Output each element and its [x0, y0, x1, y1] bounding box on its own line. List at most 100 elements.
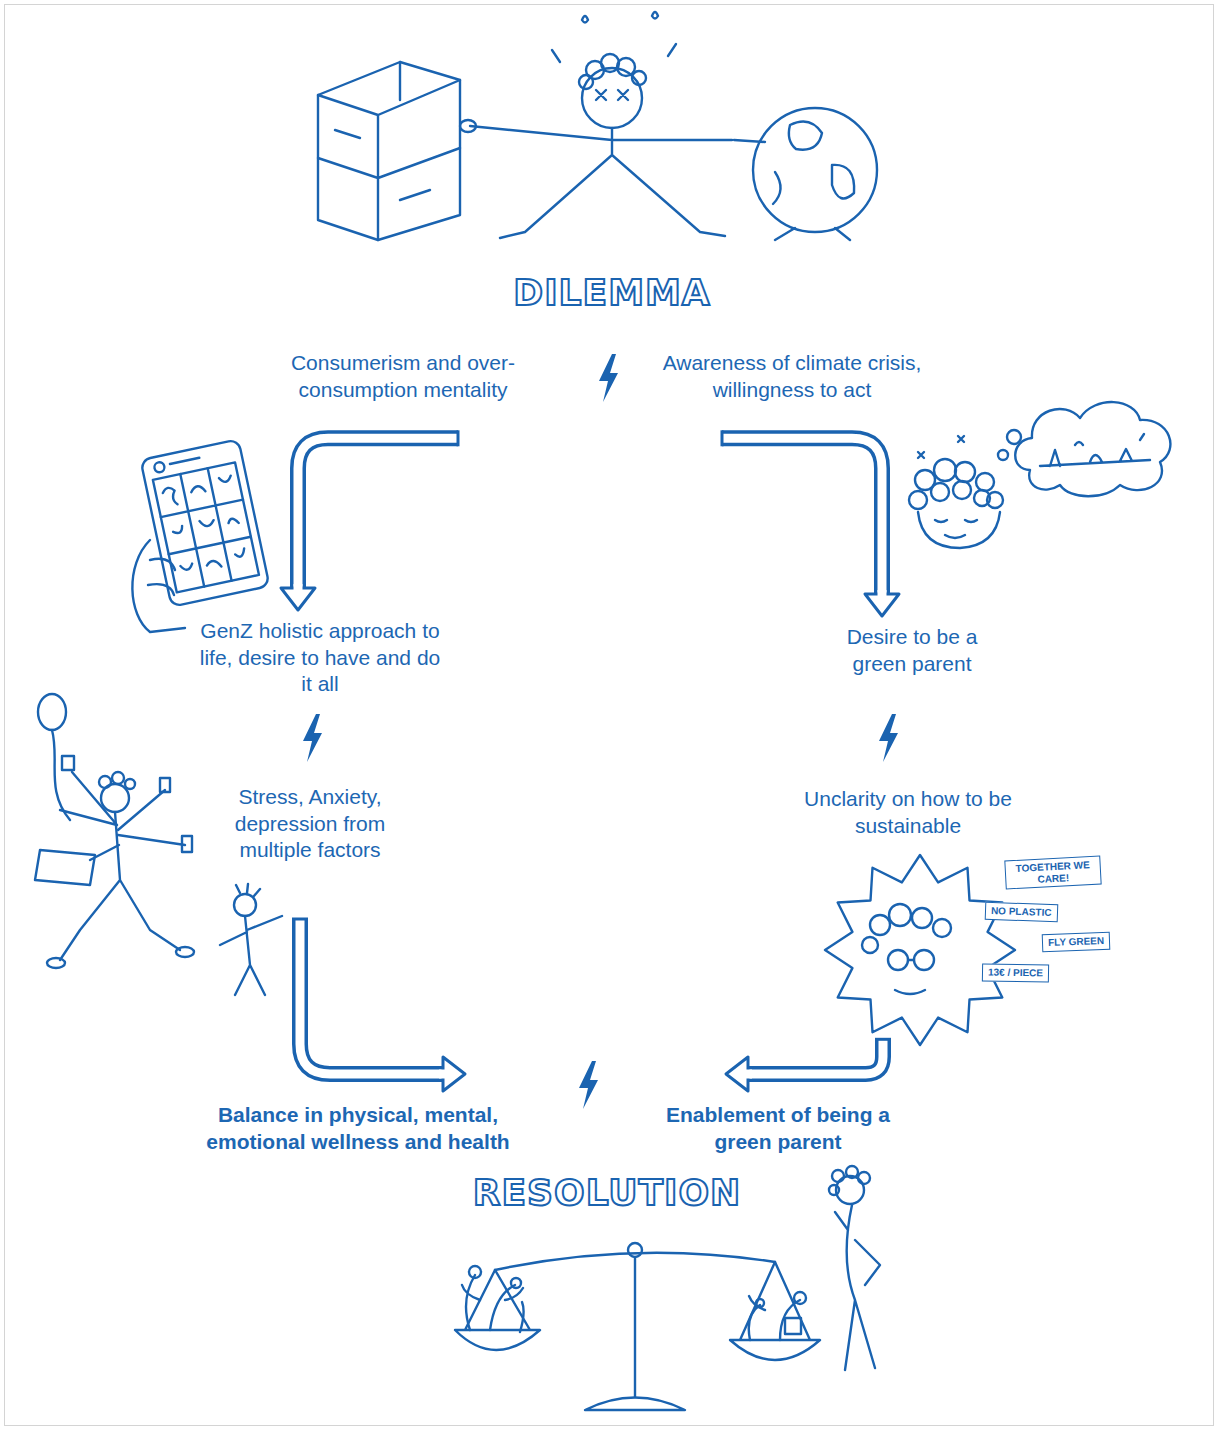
thinking-parent-part: [832, 1170, 844, 1182]
arrow-outline: [747, 1039, 883, 1074]
arrow-tail: [875, 1038, 891, 1041]
confused-head-part: [888, 950, 908, 970]
balance-scale-part: [634, 1258, 636, 1397]
sign-board: 13€ / PIECE: [982, 963, 1049, 982]
sign-board: NO PLASTIC: [985, 902, 1058, 922]
thinking-parent: [829, 1166, 880, 1370]
arrow-inner: [722, 438, 882, 595]
balance-scale-part: [628, 1243, 642, 1257]
arrow-head-joint: [878, 590, 887, 597]
balance-scale-part: [585, 1398, 685, 1411]
dreaming-head-part: [934, 459, 956, 481]
arrow-tail: [292, 918, 308, 921]
section-heading: RESOLUTION: [407, 1172, 807, 1213]
confused-head-part: [870, 915, 890, 935]
sign-text: NO PLASTIC: [991, 905, 1052, 919]
dreaming-head: [909, 402, 1170, 548]
dreaming-head-part: [976, 473, 994, 491]
balance-scale-part: [455, 1270, 540, 1350]
balance-scale-part: [730, 1262, 820, 1360]
multitasking-parent-part: [176, 947, 194, 957]
text-block: Enablement of being a green parent: [643, 1102, 913, 1155]
sign-text: 13€ / PIECE: [988, 967, 1043, 979]
balance-scale-part: [469, 1266, 481, 1278]
hollow-arrow: [281, 430, 458, 610]
tug-of-war-figure: [318, 12, 877, 240]
text-block: Awareness of climate crisis, willingness…: [652, 350, 932, 403]
hollow-arrow: [722, 430, 899, 616]
confused-head-part: [895, 960, 925, 994]
tug-of-war-figure-part: [318, 62, 460, 240]
multitasking-parent-part: [62, 756, 74, 770]
multitasking-parent-part: [99, 776, 111, 788]
tug-of-war-figure-part: [335, 130, 430, 200]
multitasking-parent-part: [234, 894, 256, 916]
text-block: Consumerism and over- consumption mental…: [238, 350, 568, 403]
phrase-text: GenZ holistic approach to life, desire t…: [195, 618, 445, 698]
diagram-title: DILEMMA: [412, 272, 812, 313]
text-block: Desire to be a green parent: [822, 624, 1002, 677]
smartphone-in-hand-part-part: [153, 461, 165, 473]
sign-board: TOGETHER WE CARE!: [1004, 856, 1101, 890]
phrase-text: Enablement of being a green parent: [643, 1102, 913, 1155]
arrow-head-joint: [439, 1070, 446, 1079]
arrow-outline: [722, 438, 882, 595]
multitasking-parent-part: [125, 779, 135, 789]
dreaming-head-part: [1040, 434, 1150, 466]
confused-head: [825, 855, 1015, 1045]
tug-of-war-figure-part: [470, 126, 732, 238]
arrow-inner: [300, 919, 444, 1074]
multitasking-parent-part: [47, 958, 65, 968]
multitasking-parent-part: [60, 772, 185, 860]
phrase-text: Desire to be a green parent: [822, 624, 1002, 677]
text-block: Stress, Anxiety, depression from multipl…: [200, 784, 420, 864]
arrow-head-joint: [294, 584, 303, 591]
balance-scale-part: [749, 1296, 800, 1340]
confused-head-part: [933, 919, 951, 937]
confused-head-part: [912, 908, 932, 928]
dreaming-head-part: [974, 490, 990, 506]
lightning-symbols-part: [579, 1061, 598, 1109]
text-block: Balance in physical, mental, emotional w…: [173, 1102, 543, 1155]
smartphone-in-hand-part-part: [140, 439, 269, 607]
arrow-head: [281, 588, 315, 610]
arrow-tail: [721, 430, 724, 446]
multitasking-parent-part: [52, 730, 70, 820]
tug-of-war-figure-part: [734, 140, 850, 240]
balance-scale-part: [756, 1299, 764, 1307]
dreaming-head-part: [1015, 402, 1170, 496]
arrow-head: [726, 1057, 748, 1091]
phrase-text: Consumerism and over- consumption mental…: [238, 350, 568, 403]
sign-text: TOGETHER WE CARE!: [1010, 859, 1095, 886]
dreaming-head-part: [918, 512, 1000, 548]
balance-scale-part: [785, 1318, 801, 1334]
confused-head-part: [889, 904, 911, 926]
text-block: GenZ holistic approach to life, desire t…: [195, 618, 445, 698]
lightning-symbols-part: [879, 714, 898, 762]
confused-head-part: [862, 937, 878, 953]
tug-of-war-figure-part: [753, 108, 877, 232]
arrow-outline: [298, 438, 458, 589]
balance-scale-part: [462, 1275, 524, 1332]
dreaming-head-part: [1007, 430, 1021, 444]
multitasking-parent-part: [220, 884, 282, 995]
arrow-outline: [300, 919, 444, 1074]
phrase-text: Stress, Anxiety, depression from multipl…: [200, 784, 420, 864]
tug-of-war-figure-part: [460, 120, 476, 132]
arrow-head: [443, 1057, 465, 1091]
multitasking-parent-part: [160, 778, 170, 792]
arrow-head-joint: [746, 1070, 753, 1079]
thinking-parent-part: [829, 1185, 839, 1195]
dreaming-head-part: [955, 462, 975, 482]
sign-board: FLY GREEN: [1042, 932, 1111, 952]
balance-scale-part: [495, 1253, 775, 1270]
phrase-text: Unclarity on how to be sustainable: [778, 786, 1038, 839]
confused-head-part: [825, 855, 1015, 1045]
arrow-inner: [298, 438, 458, 589]
smartphone-in-hand-part-part: [162, 475, 249, 576]
lightning-symbols-part: [303, 714, 322, 762]
phrase-text: Balance in physical, mental, emotional w…: [173, 1102, 543, 1155]
